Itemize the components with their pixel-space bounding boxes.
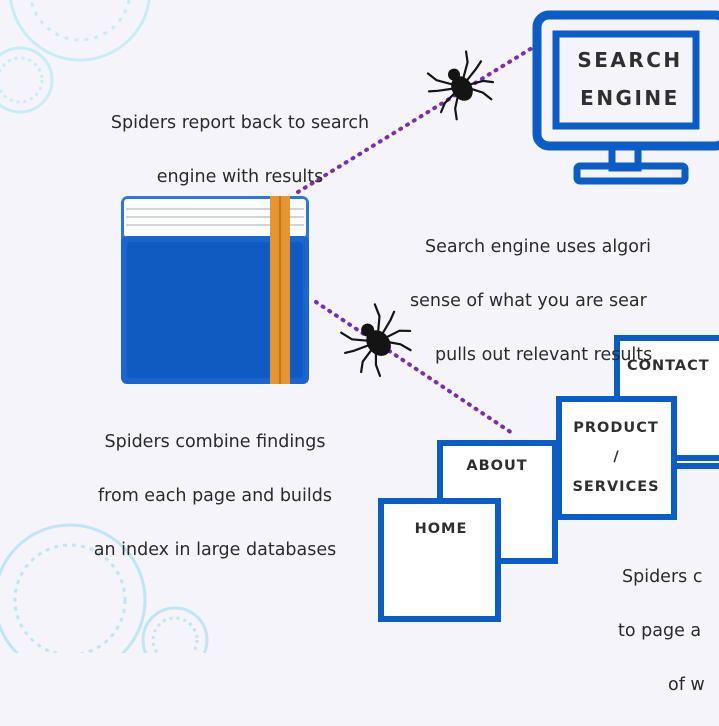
page-contact-label: CONTACT — [627, 358, 710, 374]
page-home — [378, 498, 501, 622]
page-about-label: ABOUT — [466, 458, 527, 474]
page-product-services-line: / — [613, 449, 619, 465]
caption-spiders-report: Spiders report back to search engine wit… — [40, 83, 440, 218]
spider-icon — [426, 50, 495, 121]
monitor-icon: SEARCH ENGINE — [532, 10, 719, 185]
search-engine-screen-line: ENGINE — [580, 86, 680, 110]
caption-line: an index in large databases — [93, 540, 337, 560]
search-engine-screen-line: SEARCH — [577, 48, 682, 72]
caption-line: of w — [668, 675, 705, 695]
caption-line: Spiders combine findings — [104, 432, 326, 452]
caption-spiders-combine: Spiders combine findings from each page … — [20, 402, 410, 591]
caption-line: Search engine uses algori — [425, 237, 652, 257]
caption-line: sense of what you are sear — [410, 291, 647, 311]
caption-search-engine-uses: Search engine uses algori sense of what … — [405, 207, 719, 396]
caption-spiders-crawl: Spiders c to page a of w — [600, 537, 719, 726]
dotted-path-book-to-engine — [296, 46, 534, 194]
decorative-circle-top-left — [0, 0, 151, 114]
decorative-circle-bottom-left — [0, 523, 209, 653]
dotted-path-book-to-pages — [314, 300, 514, 435]
caption-line: Spiders c — [622, 567, 703, 587]
page-product-services-line: PRODUCT — [573, 420, 658, 436]
diagram-canvas: SEARCH ENGINE CONTACT ABOUT PRODUCT / SE… — [0, 0, 719, 653]
website-pages: CONTACT ABOUT PRODUCT / SERVICES HOME — [378, 335, 719, 622]
book-icon — [121, 196, 309, 384]
caption-line: to page a — [618, 621, 702, 641]
page-product-services — [556, 396, 677, 520]
caption-line: Spiders report back to search — [110, 113, 370, 133]
spider-icon — [340, 303, 412, 377]
caption-line: from each page and builds — [98, 486, 332, 506]
caption-line: pulls out relevant results — [435, 345, 653, 365]
caption-line: engine with results — [156, 167, 324, 187]
page-home-label: HOME — [415, 521, 468, 537]
page-product-services-line: SERVICES — [572, 479, 659, 495]
